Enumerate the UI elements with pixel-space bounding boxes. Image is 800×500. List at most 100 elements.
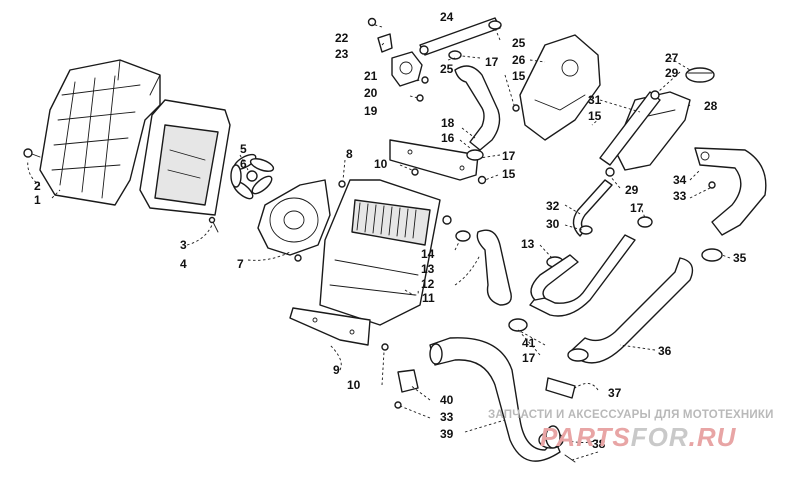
part-clamp-35 (701, 248, 723, 262)
part-upper-bracket (389, 139, 479, 181)
callout-12: 12 (421, 277, 435, 291)
callout-2: 2 (34, 179, 41, 193)
part-hose-32 (572, 179, 613, 237)
part-pump-cover (519, 34, 601, 141)
part-bolt-19 (416, 94, 424, 102)
part-clamp-17a (466, 149, 484, 161)
callout-10a: 10 (374, 157, 388, 171)
part-bolt-15b (512, 104, 520, 112)
part-fan-blade (230, 153, 275, 200)
callout-8: 8 (346, 147, 353, 161)
callout-15a: 15 (502, 167, 516, 181)
part-radiator (319, 179, 452, 326)
watermark-logo: PARTSFOR.RU (540, 422, 737, 452)
part-bracket-23 (377, 33, 393, 53)
callout-32: 32 (546, 199, 560, 213)
callout-33a: 33 (673, 189, 687, 203)
part-clamp-25b (448, 50, 462, 60)
callout-5: 5 (240, 142, 247, 156)
callout-22: 22 (335, 31, 349, 45)
part-pipe-34 (694, 147, 767, 236)
part-hose-18 (454, 65, 501, 151)
part-hose-13 (476, 229, 512, 306)
callout-25b: 25 (440, 62, 454, 76)
callout-16: 16 (441, 131, 455, 145)
part-clamp-17b (637, 216, 653, 228)
part-screw-8 (338, 180, 346, 188)
part-bolt-33a (708, 181, 716, 189)
callout-31: 31 (588, 93, 602, 107)
callout-28: 28 (704, 99, 718, 113)
part-bolt-15a (477, 175, 487, 185)
part-screw-10b (381, 343, 389, 351)
part-clip-40 (397, 369, 419, 393)
part-screw-2 (23, 148, 41, 158)
callout-26: 26 (512, 53, 526, 67)
callout-29a: 29 (665, 66, 679, 80)
callout-35: 35 (733, 251, 747, 265)
part-fan-shroud (257, 179, 331, 262)
callout-41: 41 (522, 336, 536, 350)
callout-19: 19 (364, 104, 378, 118)
callout-24: 24 (440, 10, 454, 24)
part-bolt-33b (394, 401, 402, 409)
part-clamp-41 (508, 318, 528, 332)
part-sensor-22 (367, 17, 377, 27)
callout-18: 18 (441, 116, 455, 130)
callout-6: 6 (240, 157, 247, 171)
callout-13b: 13 (521, 237, 535, 251)
part-clamp-30 (579, 225, 593, 235)
part-screw-4 (208, 216, 219, 233)
part-screw-10a (411, 168, 419, 176)
callout-3: 3 (180, 238, 187, 252)
callout-23: 23 (335, 47, 349, 61)
callout-11: 11 (422, 291, 435, 305)
part-bolt-20 (421, 76, 429, 84)
callout-13a: 13 (421, 262, 435, 276)
part-clamp-38 (545, 425, 576, 463)
callout-9: 9 (333, 363, 340, 377)
callout-labels: 1 2 3 4 5 6 7 8 10 9 10 11 12 13 14 16 1… (34, 10, 747, 451)
callout-30: 30 (546, 217, 560, 231)
callout-25a: 25 (512, 36, 526, 50)
callout-21: 21 (364, 69, 378, 83)
callout-40: 40 (440, 393, 454, 407)
part-hose-36 (567, 257, 694, 364)
callout-39: 39 (440, 427, 454, 441)
callout-4: 4 (180, 257, 187, 271)
callout-15c: 15 (588, 109, 602, 123)
callout-33b: 33 (440, 410, 454, 424)
part-clamp-25a (488, 20, 502, 30)
watermark: ЗАПЧАСТИ И АКСЕССУАРЫ ДЛЯ МОТОТЕХНИКИ PA… (488, 409, 774, 452)
part-shroud-grille (39, 59, 161, 206)
callout-34: 34 (673, 173, 687, 187)
callout-10b: 10 (347, 378, 361, 392)
callout-37: 37 (608, 386, 622, 400)
part-tube-24 (419, 17, 501, 56)
callout-27: 27 (665, 51, 679, 65)
callout-17d: 17 (522, 351, 536, 365)
part-lower-bracket (289, 307, 371, 346)
part-thermostat-housing (391, 51, 423, 87)
part-clamp-37 (545, 377, 576, 399)
callout-7: 7 (237, 257, 244, 271)
callout-17c: 17 (630, 201, 644, 215)
part-radiator-screen (139, 99, 231, 216)
callout-15b: 15 (512, 69, 526, 83)
callout-20: 20 (364, 86, 378, 100)
callout-29b: 29 (625, 183, 639, 197)
part-clamp-29a (650, 90, 660, 100)
watermark-caption: ЗАПЧАСТИ И АКСЕССУАРЫ ДЛЯ МОТОТЕХНИКИ (488, 409, 774, 421)
callout-1: 1 (34, 193, 41, 207)
callout-17b: 17 (485, 55, 499, 69)
callout-17a: 17 (502, 149, 516, 163)
part-reservoir-cap (685, 67, 715, 83)
callout-36: 36 (658, 344, 672, 358)
part-pump-pipe (529, 234, 636, 317)
part-clamp-29b (605, 167, 615, 177)
leader-lines (27, 23, 731, 461)
part-clamp-14 (455, 230, 471, 242)
callout-38: 38 (592, 437, 606, 451)
